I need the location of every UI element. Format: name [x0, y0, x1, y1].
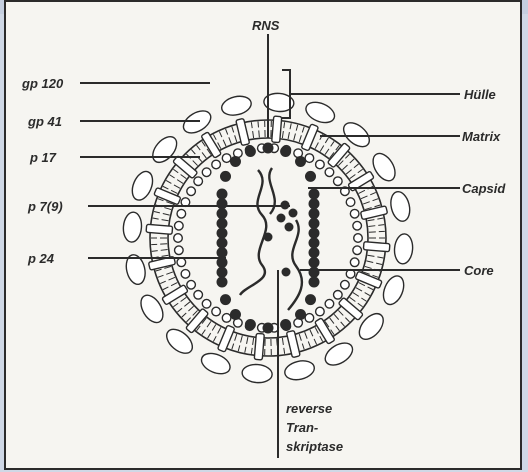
- label-p24: p 24: [27, 251, 55, 266]
- label-capsid: Capsid: [462, 181, 506, 196]
- label-matrix: Matrix: [462, 129, 501, 144]
- label-core: Core: [464, 263, 494, 278]
- label-gp120: gp 120: [21, 76, 64, 91]
- label-rt-line1: reverse: [286, 401, 332, 416]
- label-rt-line3: skriptase: [286, 439, 343, 454]
- label-rt-line2: Tran-: [286, 420, 318, 435]
- core-particles: [264, 201, 298, 277]
- label-p79: p 7(9): [27, 199, 63, 214]
- label-gp41: gp 41: [27, 114, 62, 129]
- label-huelle: Hülle: [464, 87, 496, 102]
- label-p17: p 17: [29, 150, 57, 165]
- label-rns: RNS: [252, 18, 280, 33]
